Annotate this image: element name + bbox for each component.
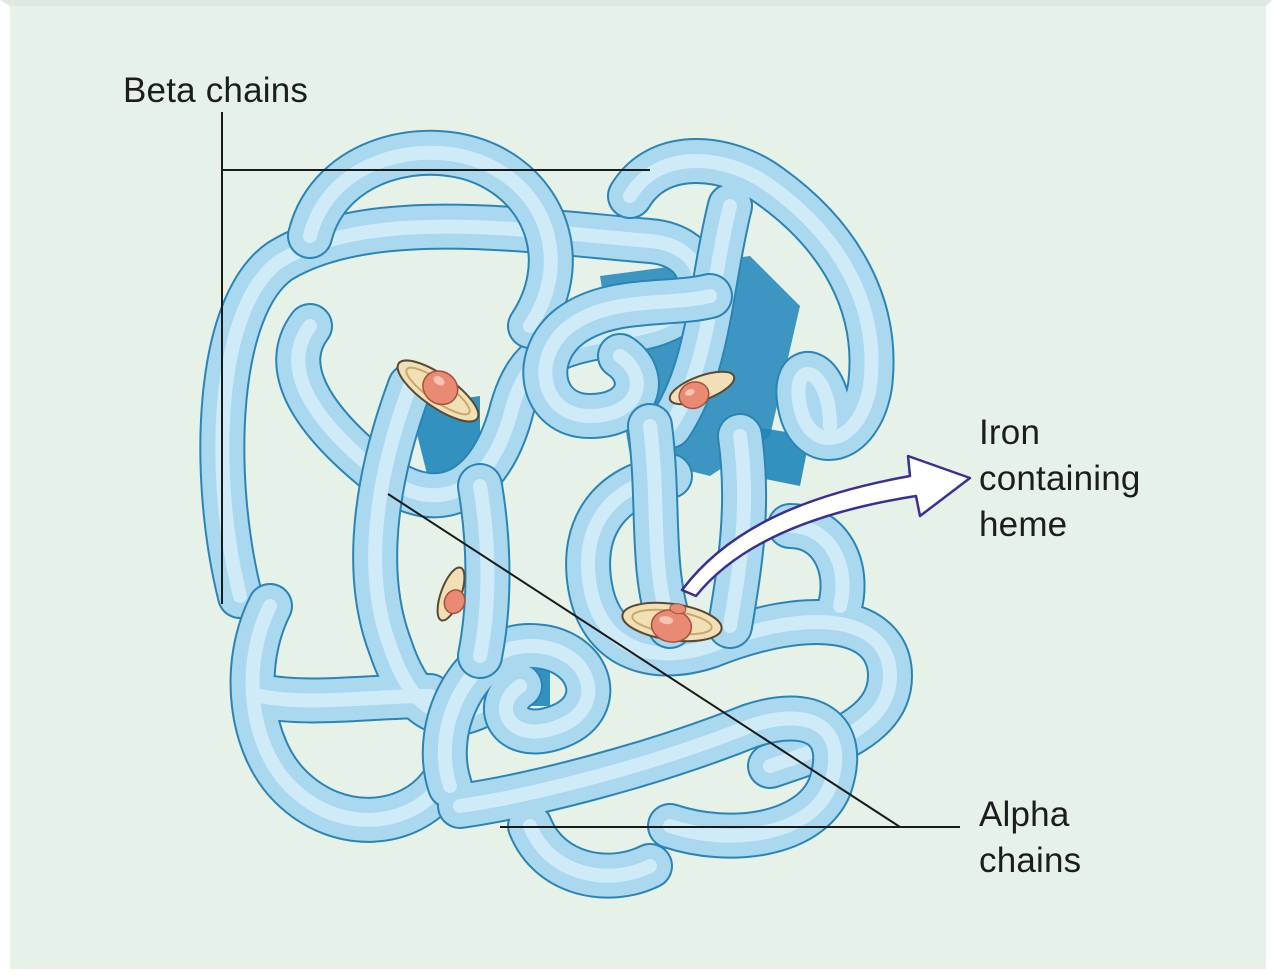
iron-heme-label-line-2: containing — [979, 456, 1141, 502]
iron-heme-label-line-1: Iron — [979, 410, 1141, 456]
alpha-chains-label-line-2: chains — [979, 838, 1081, 884]
alpha-chains-label: Alpha chains — [979, 792, 1081, 884]
beta-chains-label: Beta chains — [123, 68, 308, 114]
alpha-chains-label-line-1: Alpha — [979, 792, 1081, 838]
iron-heme-label: Iron containing heme — [979, 410, 1141, 548]
iron-heme-label-line-3: heme — [979, 502, 1141, 548]
